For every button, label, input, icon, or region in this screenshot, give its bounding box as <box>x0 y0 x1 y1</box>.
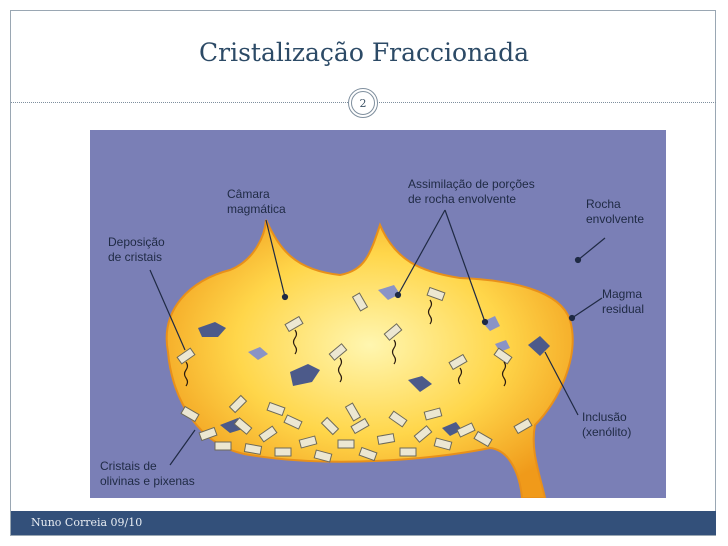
pointer-dot <box>283 295 288 300</box>
label-assimilacao: de rocha envolvente <box>408 192 516 206</box>
label-cristais: Cristais de <box>100 459 157 473</box>
pointer-dot <box>396 293 401 298</box>
pointer-dot <box>570 316 575 321</box>
label-cristais: olivinas e pixenas <box>100 474 195 488</box>
label-magma: Magma <box>602 287 642 301</box>
label-rocha: Rocha <box>586 197 621 211</box>
label-camara: magmática <box>227 202 286 216</box>
label-rocha: envolvente <box>586 212 644 226</box>
label-assimilacao: Assimilação de porções <box>408 177 535 191</box>
footer-text: Nuno Correia 09/10 <box>31 516 142 529</box>
pointer-dot <box>483 320 488 325</box>
label-camara: Câmara <box>227 187 270 201</box>
footer-bar: Nuno Correia 09/10 <box>11 511 716 535</box>
slide-title: Cristalização Fraccionada <box>0 38 728 67</box>
label-inclusao: Inclusão <box>582 410 627 424</box>
label-magma: residual <box>602 302 644 316</box>
page-number-ring <box>351 91 375 115</box>
label-deposicao: Deposição <box>108 235 165 249</box>
crystal <box>215 442 231 450</box>
pointer-dot <box>576 258 581 263</box>
magma-chamber-diagram: Câmara magmática Assimilação de porções … <box>90 130 666 498</box>
label-inclusao: (xenólito) <box>582 425 631 439</box>
crystal <box>275 448 291 456</box>
crystal <box>400 448 416 456</box>
label-deposicao: de cristais <box>108 250 162 264</box>
crystal <box>338 440 354 448</box>
page-number-badge: 2 <box>348 88 378 118</box>
